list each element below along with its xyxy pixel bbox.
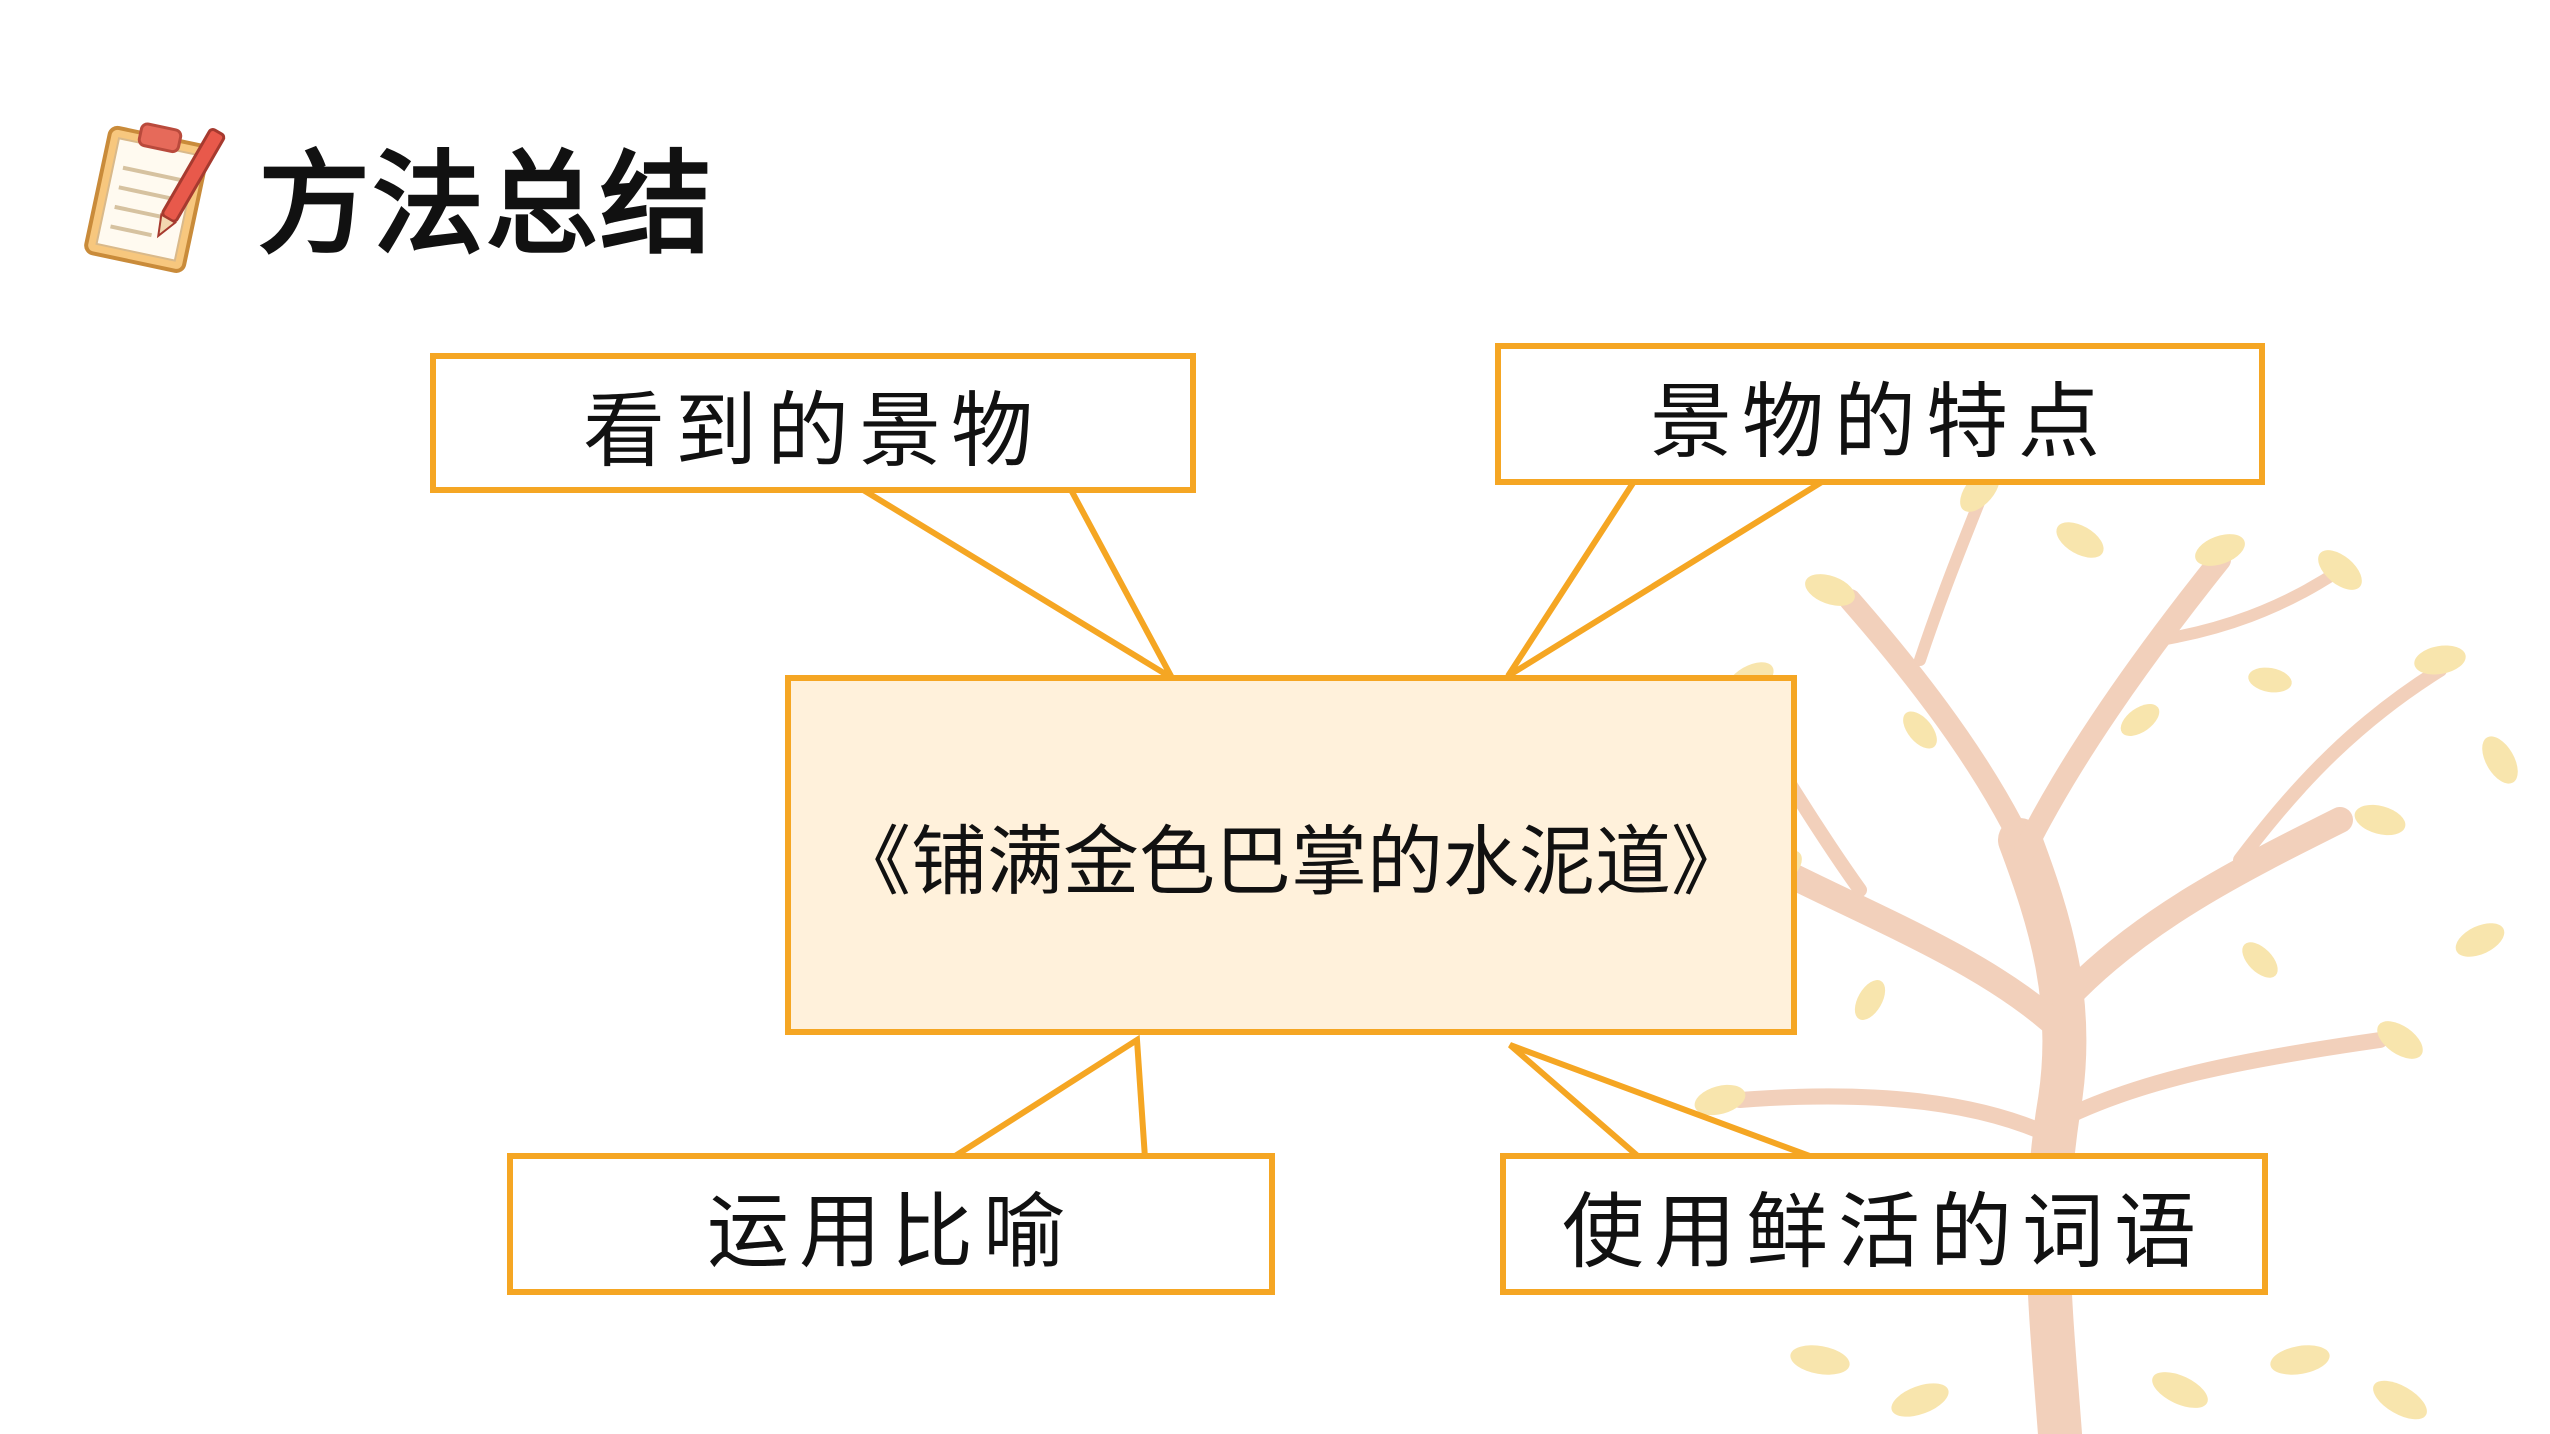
- connector-bottom-right: [1508, 1042, 1817, 1161]
- clipboard-pen-icon: [84, 122, 226, 273]
- label-bottom-right: 使用鲜活的词语: [1500, 1153, 2268, 1295]
- title-bar: 方法总结: [80, 110, 714, 280]
- connector-bottom-left: [941, 1034, 1149, 1161]
- page-title: 方法总结: [258, 140, 714, 270]
- connector-top-right: [1505, 477, 1836, 679]
- connector-top-left: [849, 485, 1180, 687]
- label-bottom-left: 运用比喻: [507, 1153, 1275, 1295]
- central-topic: 《铺满金色巴掌的水泥道》: [785, 675, 1797, 1035]
- label-top-right: 景物的特点: [1495, 343, 2265, 485]
- label-top-left: 看到的景物: [430, 353, 1196, 493]
